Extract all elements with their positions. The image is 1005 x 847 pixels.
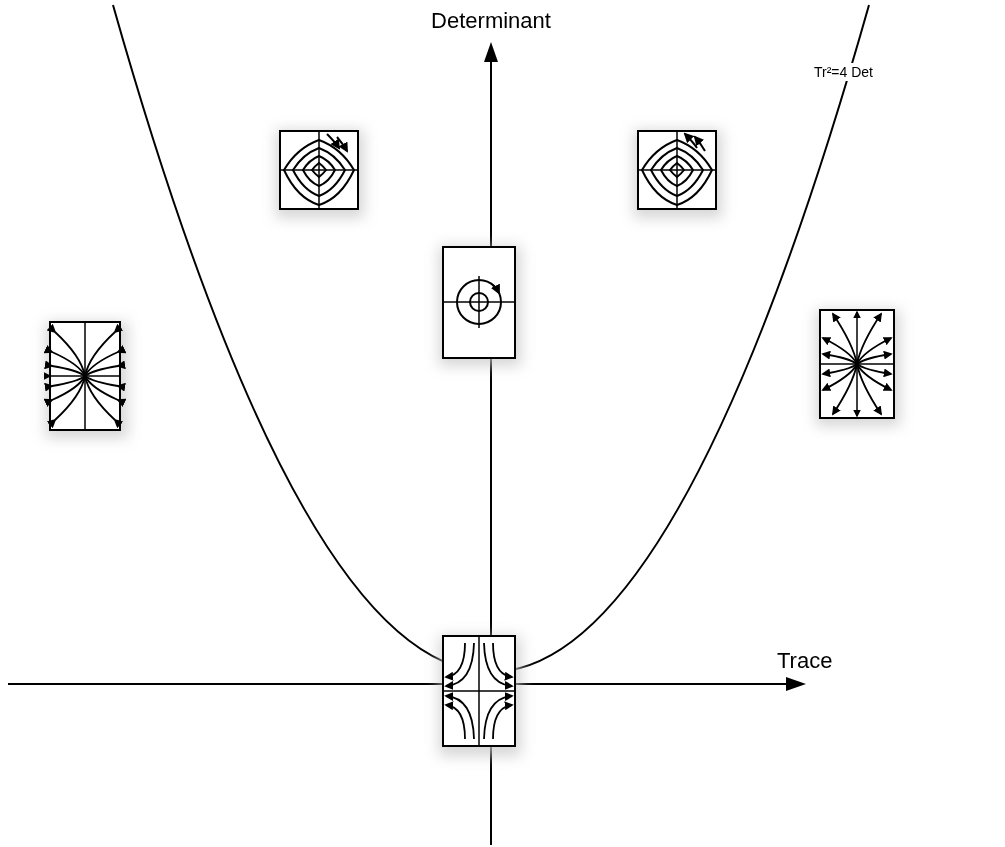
node-portrait <box>820 310 894 418</box>
center-portrait <box>443 247 515 358</box>
axis-arrowhead <box>484 42 498 62</box>
axis-title: Determinant <box>431 8 551 33</box>
trace-axis <box>8 683 790 685</box>
node-portrait <box>50 322 120 430</box>
spiral-portrait <box>638 131 716 209</box>
axis-title: Trace <box>777 648 832 673</box>
parabola-curve <box>113 5 869 672</box>
axis-arrowhead <box>786 677 806 691</box>
saddle-portrait <box>443 636 515 746</box>
box-shadows <box>46 130 900 756</box>
spiral-portrait <box>280 131 358 209</box>
curve-label: Tr²=4 Det <box>812 63 875 81</box>
